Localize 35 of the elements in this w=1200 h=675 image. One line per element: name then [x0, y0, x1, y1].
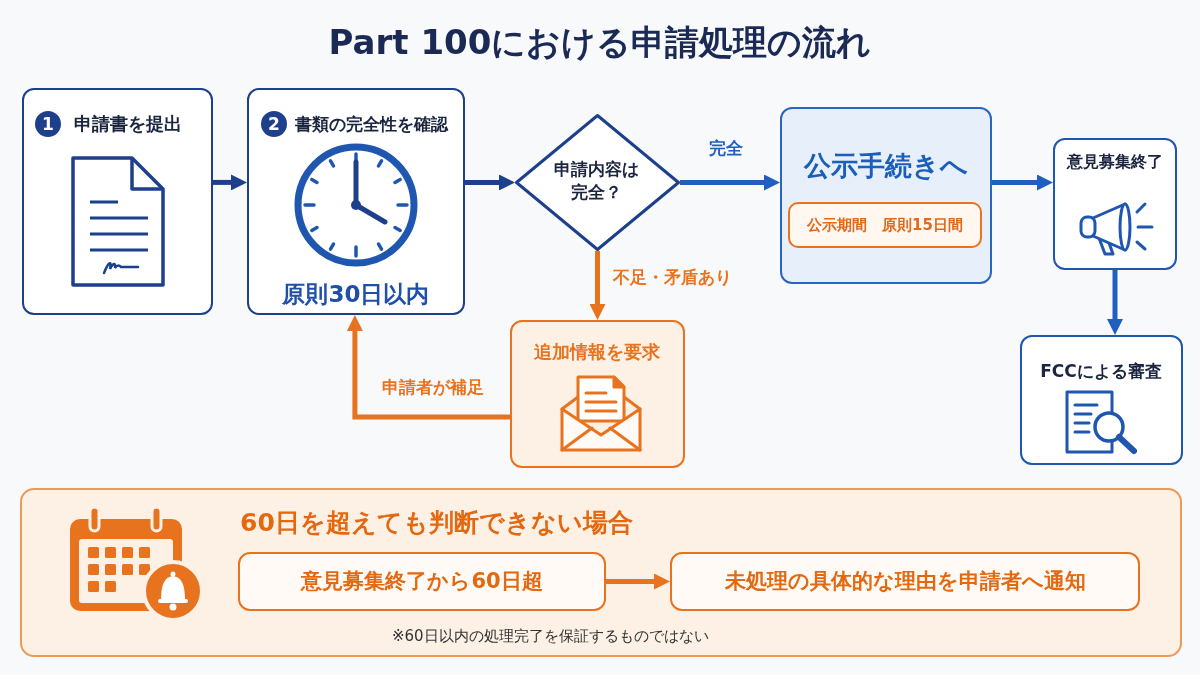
stage-title: 公示手続きへ [804, 149, 968, 183]
step-title: 申請書を提出 [74, 112, 182, 136]
panel-heading: 60日を超えても判断できない場合 [240, 507, 633, 539]
condition-box [238, 552, 606, 611]
footnote: ※60日以内の処理完了を保証するものではない [392, 626, 709, 646]
note-panel [20, 488, 1182, 657]
arrow [589, 251, 606, 320]
period-text: 公示期間 原則15日間 [807, 215, 963, 235]
process-box [1020, 335, 1183, 465]
decision-diamond [515, 114, 680, 251]
title: Part 100における申請処理の流れ [328, 21, 872, 64]
period-box [788, 202, 982, 248]
number-badge: 1 [35, 111, 61, 137]
decision-text: 申請内容は完全？ [552, 158, 640, 204]
step-title: FCCによる審査 [1040, 360, 1162, 383]
arrow [606, 573, 670, 590]
process-box [1053, 138, 1177, 270]
arrow [992, 174, 1053, 191]
step-title: 意見募集終了 [1067, 151, 1163, 173]
step-title: 書類の完全性を確認 [295, 113, 448, 136]
arrow [680, 174, 780, 191]
process-box [510, 320, 685, 468]
arrow [465, 174, 515, 191]
action-text: 未処理の具体的な理由を申請者へ通知 [724, 568, 1086, 595]
process-box [22, 88, 213, 315]
process-box [247, 88, 465, 315]
step-title: 追加情報を要求 [534, 340, 660, 364]
arrow [346, 315, 510, 420]
arrow [1107, 270, 1123, 335]
arrow [213, 174, 247, 191]
process-box [780, 107, 992, 284]
duration-text: 原則30日以内 [282, 280, 430, 309]
condition-text: 意見募集終了から60日超 [301, 568, 543, 595]
action-box [670, 552, 1140, 611]
number-badge: 2 [261, 111, 287, 137]
